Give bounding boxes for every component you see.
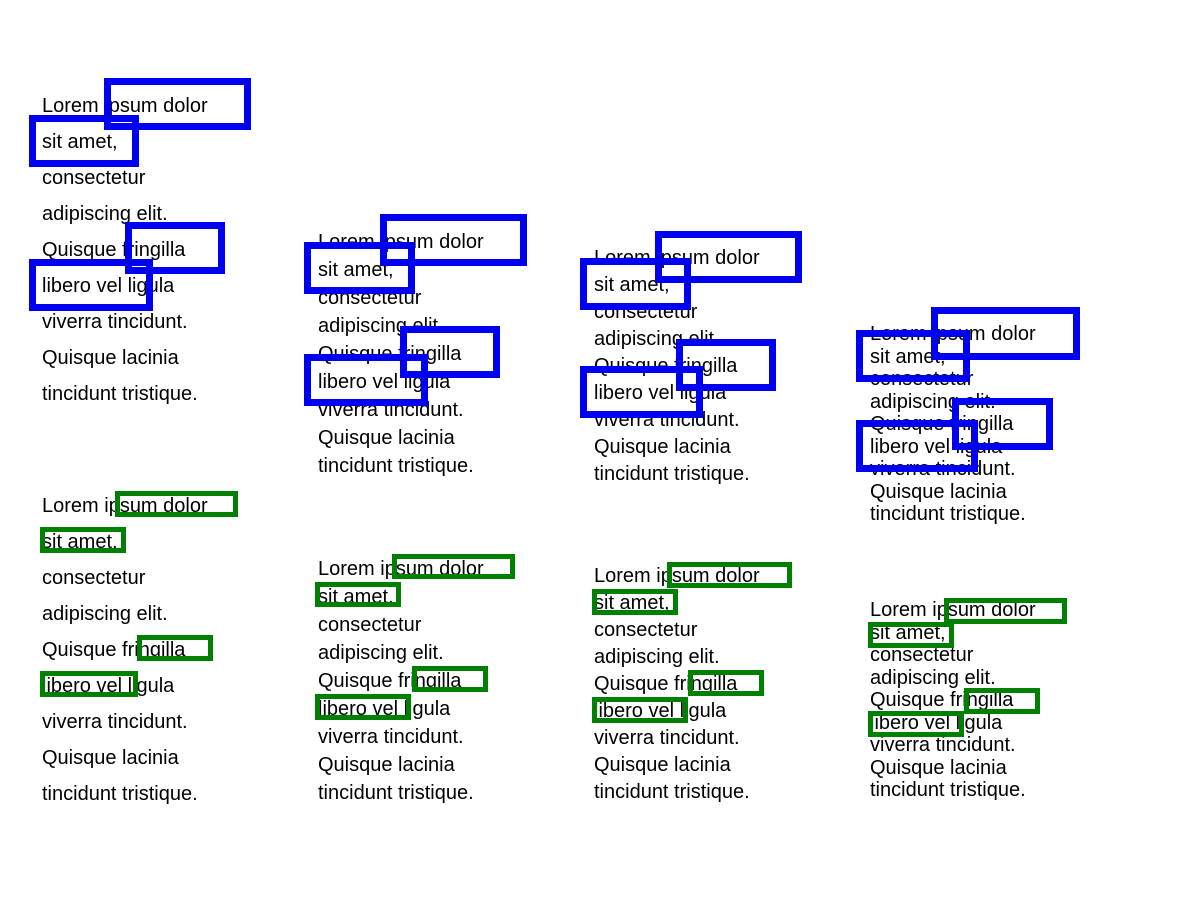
text-line: adipiscing elit. bbox=[318, 642, 444, 664]
text-line: viverra tincidunt. bbox=[42, 711, 188, 733]
text-line: Lorem ipsum dolor bbox=[318, 231, 484, 253]
text-block-bottom-1: Lorem ipsum dolor sit amet, consectetur … bbox=[42, 488, 247, 812]
text-line: libero vel ligula bbox=[870, 435, 1003, 458]
text-line: viverra tincidunt. bbox=[42, 311, 188, 333]
text-line: Lorem ipsum dolor bbox=[42, 95, 208, 117]
text-line: adipiscing elit. bbox=[42, 603, 168, 625]
text-line: Quisque lacinia bbox=[870, 756, 1007, 779]
text-line: libero vel ligula bbox=[594, 700, 727, 722]
text-line: Quisque fringilla bbox=[594, 673, 738, 695]
text-line: adipiscing elit. bbox=[594, 646, 720, 668]
text-line: consectetur bbox=[594, 619, 698, 641]
text-line: Lorem ipsum dolor bbox=[318, 558, 484, 580]
text-line: sit amet, bbox=[42, 531, 118, 553]
text-line: adipiscing elit. bbox=[42, 203, 168, 225]
text-line: Lorem ipsum dolor bbox=[42, 495, 208, 517]
text-line: consectetur bbox=[870, 644, 974, 666]
text-line: libero vel ligula bbox=[318, 371, 451, 393]
text-line: consectetur bbox=[42, 167, 146, 189]
text-line: viverra tincidunt. bbox=[318, 726, 464, 748]
text-line: sit amet, bbox=[870, 621, 946, 644]
text-line: Lorem ipsum dolor bbox=[870, 599, 1036, 621]
text-line: tincidunt tristique. bbox=[318, 782, 474, 804]
text-line: sit amet, bbox=[594, 274, 670, 296]
text-line: sit amet, bbox=[594, 592, 670, 614]
text-line: viverra tincidunt. bbox=[870, 734, 1016, 756]
text-line: Quisque fringilla bbox=[42, 639, 186, 661]
text-line: viverra tincidunt. bbox=[870, 458, 1016, 480]
text-line: Quisque fringilla bbox=[42, 239, 186, 261]
text-line: tincidunt tristique. bbox=[870, 779, 1026, 801]
text-line: sit amet, bbox=[318, 586, 394, 608]
text-line: Quisque lacinia bbox=[318, 754, 455, 776]
text-line: adipiscing elit. bbox=[594, 328, 720, 350]
text-line: Quisque lacinia bbox=[318, 427, 455, 449]
text-line: consectetur bbox=[318, 287, 422, 309]
text-line: sit amet, bbox=[318, 259, 394, 281]
text-line: tincidunt tristique. bbox=[594, 781, 750, 803]
text-line: adipiscing elit. bbox=[870, 390, 996, 413]
text-line: Quisque fringilla bbox=[870, 689, 1014, 711]
text-line: tincidunt tristique. bbox=[594, 463, 750, 485]
text-line: Quisque lacinia bbox=[42, 347, 179, 369]
text-line: consectetur bbox=[870, 368, 974, 390]
text-block-bottom-4: Lorem ipsum dolor sit amet, consectetur … bbox=[870, 599, 1075, 802]
text-line: Quisque fringilla bbox=[318, 670, 462, 692]
text-block-top-2: Lorem ipsum dolor sit amet, consectetur … bbox=[318, 228, 523, 480]
text-line: Quisque lacinia bbox=[594, 754, 731, 776]
text-block-top-1: Lorem ipsum dolor sit amet, consectetur … bbox=[42, 88, 247, 412]
text-line: libero vel ligula bbox=[870, 711, 1003, 734]
text-line: adipiscing elit. bbox=[318, 315, 444, 337]
text-block-bottom-3: Lorem ipsum dolor sit amet, consectetur … bbox=[594, 563, 799, 806]
text-line: tincidunt tristique. bbox=[870, 503, 1026, 525]
text-line: consectetur bbox=[594, 301, 698, 323]
text-line: tincidunt tristique. bbox=[318, 455, 474, 477]
text-line: viverra tincidunt. bbox=[594, 727, 740, 749]
text-line: libero vel ligula bbox=[42, 675, 175, 697]
text-line: sit amet, bbox=[870, 345, 946, 368]
text-line: Quisque lacinia bbox=[870, 480, 1007, 503]
text-line: Lorem ipsum dolor bbox=[870, 323, 1036, 345]
text-line: Lorem ipsum dolor bbox=[594, 247, 760, 269]
text-line: tincidunt tristique. bbox=[42, 383, 198, 405]
text-line: consectetur bbox=[318, 614, 422, 636]
text-line: adipiscing elit. bbox=[870, 666, 996, 689]
text-line: Quisque fringilla bbox=[870, 413, 1014, 435]
text-line: libero vel ligula bbox=[42, 275, 175, 297]
text-block-top-4: Lorem ipsum dolor sit amet, consectetur … bbox=[870, 323, 1075, 526]
text-block-top-3: Lorem ipsum dolor sit amet, consectetur … bbox=[594, 245, 799, 488]
text-line: consectetur bbox=[42, 567, 146, 589]
text-line: Quisque lacinia bbox=[594, 436, 731, 458]
text-line: libero vel ligula bbox=[318, 698, 451, 720]
text-line: Quisque fringilla bbox=[594, 355, 738, 377]
text-block-bottom-2: Lorem ipsum dolor sit amet, consectetur … bbox=[318, 555, 523, 807]
text-line: viverra tincidunt. bbox=[594, 409, 740, 431]
text-line: libero vel ligula bbox=[594, 382, 727, 404]
text-line: tincidunt tristique. bbox=[42, 783, 198, 805]
text-line: Quisque lacinia bbox=[42, 747, 179, 769]
text-line: viverra tincidunt. bbox=[318, 399, 464, 421]
text-line: sit amet, bbox=[42, 131, 118, 153]
text-line: Quisque fringilla bbox=[318, 343, 462, 365]
text-line: Lorem ipsum dolor bbox=[594, 565, 760, 587]
